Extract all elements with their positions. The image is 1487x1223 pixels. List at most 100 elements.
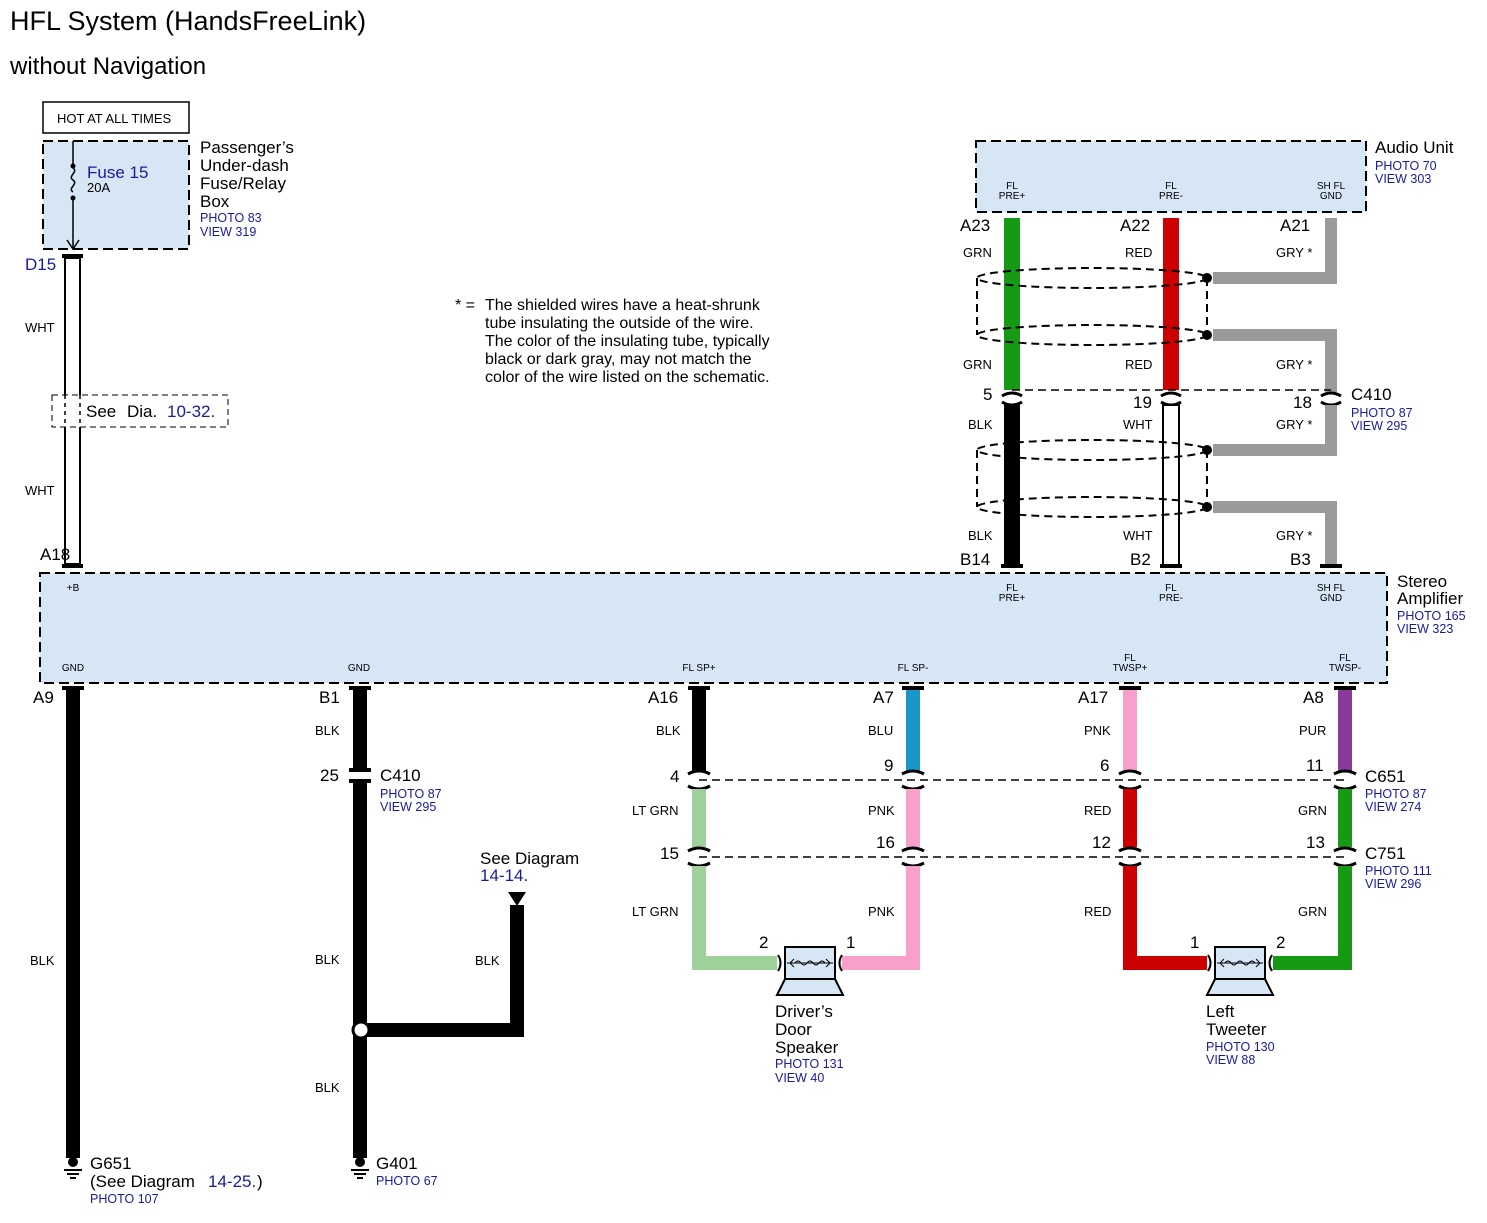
see-dia-text-2: Dia. — [127, 402, 157, 421]
driver-speaker-name-3: Speaker — [775, 1038, 839, 1057]
g401-photo: PHOTO 67 — [376, 1174, 438, 1188]
ground-icon-g401 — [351, 1157, 369, 1179]
amp-pin-label: PRE- — [1159, 593, 1183, 604]
wire-color-wht-2: WHT — [25, 483, 55, 498]
audio-unit-view: VIEW 303 — [1375, 172, 1431, 186]
diagram-title: HFL System (HandsFreeLink) — [10, 6, 366, 36]
shield-ellipse-2 — [976, 439, 1212, 518]
blk-wire-b14 — [1004, 405, 1020, 565]
terminal-b1: B1 — [319, 688, 340, 707]
grn-wire — [1004, 218, 1020, 390]
c410-pin-25: 25 — [320, 766, 339, 785]
c410-pin-19: 19 — [1133, 393, 1152, 412]
amp-pin-label: FL SP+ — [682, 663, 715, 674]
wire-color-blk: BLK — [656, 723, 681, 738]
hot-label-box — [42, 101, 190, 134]
wire-color-red: RED — [1125, 245, 1152, 260]
wire-color-wht-1: WHT — [25, 320, 55, 335]
c651-pin-6: 6 — [1100, 756, 1109, 775]
gry-wire-2 — [1213, 329, 1337, 392]
fuse-icon — [66, 141, 80, 251]
pnk-wire-a17 — [1123, 688, 1137, 771]
gry-wire-4 — [1213, 501, 1337, 566]
note-lead: * = — [455, 297, 475, 314]
blk-wire-a9 — [66, 688, 80, 1158]
c651-pin-11: 11 — [1306, 756, 1324, 775]
c410-pin-18: 18 — [1293, 393, 1312, 412]
wire-color-red: RED — [1084, 904, 1111, 919]
audio-pin-label: FL — [1165, 181, 1177, 192]
c751-pin-16: 16 — [876, 833, 895, 852]
grn-wire-speaker — [1273, 866, 1352, 970]
blk-wire-a16 — [692, 688, 706, 771]
amp-name-1: Stereo — [1397, 572, 1447, 591]
g651-photo: PHOTO 107 — [90, 1192, 159, 1206]
c651-pin-marks — [687, 769, 1357, 791]
terminal-d15: D15 — [25, 255, 56, 274]
audio-pin-label: FL — [1006, 181, 1018, 192]
red-wire-speaker — [1123, 866, 1207, 970]
pnk-wire-speaker — [842, 866, 920, 970]
wire-color-pnk: PNK — [868, 904, 895, 919]
wire-color-red: RED — [1125, 357, 1152, 372]
terminal-a22: A22 — [1120, 216, 1150, 235]
amp-pin-label: FL — [1124, 653, 1136, 664]
speaker-icon-tweeter — [1205, 946, 1275, 996]
audio-unit-name: Audio Unit — [1375, 138, 1454, 157]
terminal-a16: A16 — [648, 688, 678, 707]
amp-pin-label: TWSP+ — [1113, 663, 1148, 674]
audio-pin-label: PRE+ — [999, 191, 1026, 202]
g401-name: G401 — [376, 1154, 418, 1173]
c651-name: C651 — [1365, 767, 1406, 786]
blk-wire-b1-lower — [353, 783, 367, 1158]
amp-pin-label: FL — [1006, 583, 1018, 594]
wire-color-gry: GRY * — [1276, 357, 1312, 372]
tweeter-name-2: Tweeter — [1206, 1020, 1267, 1039]
amp-pin-label: PRE+ — [999, 593, 1026, 604]
see-diagram-ref: 14-14. — [480, 866, 528, 885]
note-line-5: color of the wire listed on the schemati… — [485, 369, 770, 386]
terminal-a8: A8 — [1303, 688, 1324, 707]
driver-speaker-pin-1: 1 — [846, 933, 855, 952]
terminal-a9: A9 — [33, 688, 54, 707]
tweeter-pin-1: 1 — [1190, 933, 1199, 952]
note-line-4: black or dark gray, may not match the — [485, 351, 752, 368]
wire-color-grn: GRN — [963, 357, 992, 372]
c410-name: C410 — [1351, 385, 1392, 404]
amp-photo: PHOTO 165 — [1397, 609, 1466, 623]
audio-unit-box — [975, 140, 1367, 213]
amp-name-2: Amplifier — [1397, 589, 1463, 608]
blk-wire-splice — [360, 905, 524, 1037]
fuse-box-label-4: Box — [200, 192, 230, 211]
terminal-a17: A17 — [1078, 688, 1108, 707]
note-line-1: The shielded wires have a heat-shrunk — [485, 297, 761, 314]
fuse-box-photo: PHOTO 83 — [200, 211, 262, 225]
audio-pin-label: PRE- — [1159, 191, 1183, 202]
wire-color-wht: WHT — [1123, 528, 1153, 543]
wire-color-pur: PUR — [1299, 723, 1326, 738]
wire-color-gry: GRY * — [1276, 245, 1312, 260]
wire-color-blk: BLK — [30, 953, 55, 968]
fuse-box — [42, 140, 190, 250]
c651-view: VIEW 274 — [1365, 800, 1421, 814]
note-line-3: The color of the insulating tube, typica… — [485, 333, 770, 350]
wire-color-blk: BLK — [315, 723, 340, 738]
see-dia-ref: 10-32. — [167, 402, 215, 421]
wire-color-ltgrn: LT GRN — [632, 904, 678, 919]
c410-pin-marks — [1001, 391, 1342, 407]
wire-color-blk: BLK — [968, 417, 993, 432]
fuse-box-label-3: Fuse/Relay — [200, 174, 286, 193]
amp-pin-label: FL — [1339, 653, 1351, 664]
wire-color-blu: BLU — [868, 723, 893, 738]
arrow-down-icon — [508, 892, 526, 906]
c751-pin-12: 12 — [1092, 833, 1111, 852]
tweeter-name-1: Left — [1206, 1002, 1235, 1021]
gry-wire-1 — [1213, 218, 1337, 284]
shield-ellipse-1 — [976, 267, 1212, 346]
fuse-box-label-1: Passenger’s — [200, 138, 294, 157]
wire-color-wht: WHT — [1123, 417, 1153, 432]
c651-pin-4: 4 — [670, 767, 679, 786]
pur-wire-a8 — [1338, 688, 1352, 771]
driver-speaker-name-1: Driver’s — [775, 1002, 833, 1021]
tweeter-view: VIEW 88 — [1206, 1053, 1255, 1067]
